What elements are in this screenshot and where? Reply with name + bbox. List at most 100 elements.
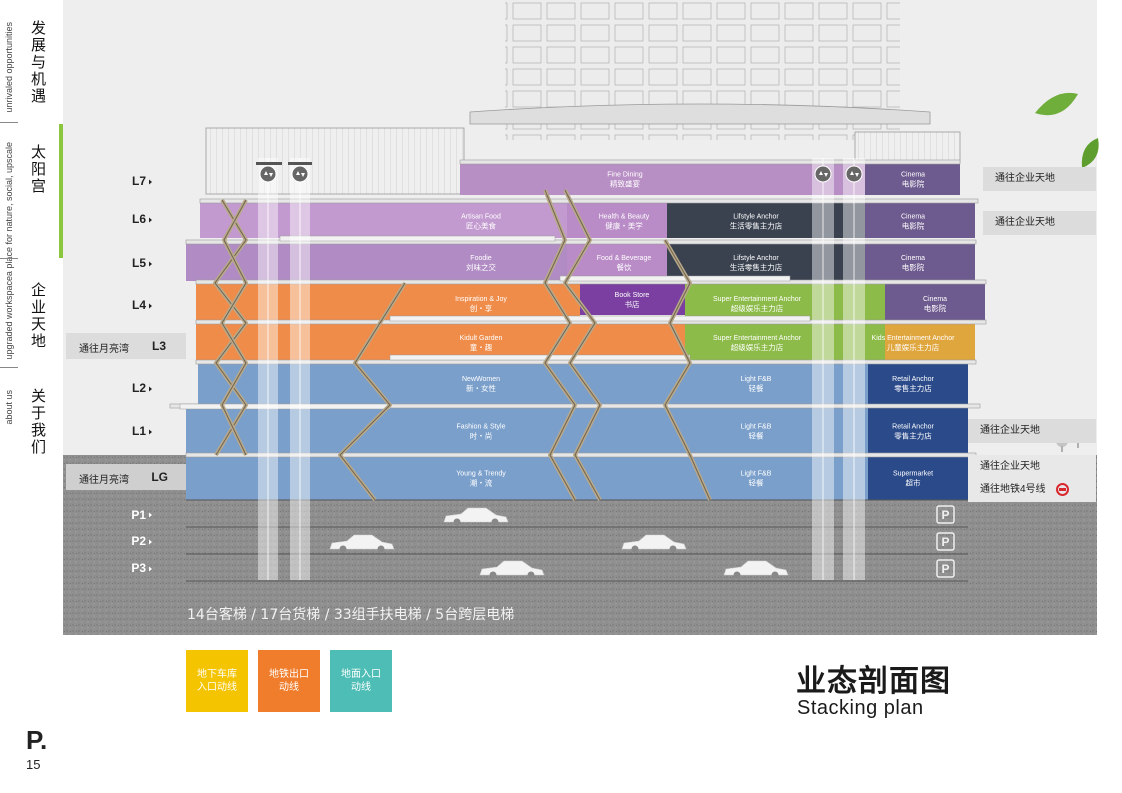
zone-block [460,162,865,195]
car-icon [479,560,545,576]
leaf-icon [1081,138,1099,168]
right-connection-l6: 通往企业天地 [983,211,1096,235]
zone-block [667,243,867,281]
car-wheel [631,545,639,553]
zone-block [186,243,567,281]
zone-label-en: Artisan Food [461,214,501,221]
zone-block [885,283,985,323]
zone-label-en: Light F&B [741,471,772,478]
zone-label-zh: 儿童娱乐主力店 [887,342,940,352]
car-icon [621,534,687,550]
zone-block [685,455,868,500]
zone-label-zh: 轻餐 [749,431,764,441]
zone-block [685,323,885,361]
floor-arrow-icon [149,512,152,518]
podium-roof-left [205,127,465,195]
floor-slab [459,159,961,165]
nav-item-about-us[interactable]: about us 关于我们 [0,380,62,460]
legend-garage-entrance: 地下车库入口动线 [186,650,248,712]
zone-label-en: Fine Dining [607,172,643,179]
zone-label-en: Kidult Garden [460,335,503,342]
leaf-icon [1035,92,1078,116]
floor-label-l2: L2 [131,381,146,395]
floor-arrow-icon [149,429,152,435]
zone-label-zh: 新・女性 [466,383,496,393]
floor-label-p3: P3 [131,561,146,575]
right-connection-lg-1: 通往企业天地 [968,455,1096,479]
elevator-crossbar [256,162,282,165]
nav-item-sun-palace[interactable]: a place for nature, social, upscale 太阳宫 [0,124,63,276]
car-wheel [491,518,499,526]
zone-label-zh: 餐饮 [617,262,632,272]
left-connection-l3 [66,333,186,359]
zone-label-en: Cinema [901,214,925,221]
zone-label-en: Retail Anchor [892,424,934,431]
floor-slab [185,239,977,245]
elevator-icon [291,165,309,183]
floor-label-l6: L6 [131,212,146,226]
zone-label-zh: 轻餐 [749,383,764,393]
zone-label-zh: 超级娱乐主力店 [731,342,784,352]
atrium-ledge [279,235,556,242]
floor-slab [199,198,979,204]
zone-label-zh: 创・享 [470,303,493,313]
zone-block [685,407,868,454]
zone-label-zh: 超市 [906,478,921,488]
car-wheel [771,571,779,579]
car-icon [723,560,789,576]
zone-label-en: Health & Beauty [599,214,650,221]
car-wheel [527,571,535,579]
zone-label-en: Super Entertainment Anchor [713,296,802,303]
car-icon [329,534,395,550]
podium-roof-right [854,131,961,163]
car-wheel [339,545,347,553]
parking-icon [936,505,955,524]
zone-label-zh: 书店 [625,299,640,309]
legend-metro-exit: 地铁出口动线 [258,650,320,712]
zone-block [580,283,685,315]
zone-block [868,455,968,500]
car-icon [443,507,509,523]
car-wheel [489,571,497,579]
nav-item-opportunities[interactable]: unrivaled opportunities 发展与机遇 [0,14,62,114]
parking-icon-letter: P [941,508,949,522]
legend-label: 地铁出口动线 [269,669,309,693]
zone-label-zh: 生活零售主力店 [730,262,783,272]
page-number: 15 [26,757,41,772]
floor-arrow-icon [149,539,152,545]
atrium-ledge [389,354,691,361]
zone-label-zh: 轻餐 [749,478,764,488]
left-connection-lg [66,464,186,490]
zone-label-zh: 零售主力店 [894,431,932,441]
zone-label-en: Light F&B [741,376,772,383]
nav-item-zh-label: 关于我们 [31,387,47,456]
zone-block [667,203,867,238]
parking-icon-letter: P [941,535,949,549]
parking-icon [936,532,955,551]
parking-icon-letter: P [941,562,949,576]
floor-label-l4: L4 [131,298,146,312]
zone-label-en: Cinema [923,296,947,303]
nav-item-workspace[interactable]: upgraded workspace 企业天地 [0,270,62,360]
roof-canopy [469,103,931,125]
elevator-arrows [819,171,828,177]
nav-active-indicator [59,124,63,258]
escalator-edge [564,189,601,501]
zone-label-en: Lifstyle Anchor [733,255,779,262]
floor-label-p2: P2 [131,534,146,548]
zone-block [868,407,968,454]
floor-label-l3: L3 [151,339,166,353]
zone-label-zh: 电影院 [902,221,925,231]
zone-label-en: Lifstyle Anchor [733,214,779,221]
nav-divider [0,258,18,259]
escalator-edge [664,239,711,501]
zone-label-en: Super Entertainment Anchor [713,335,802,342]
atrium-ledge [559,275,791,282]
zone-label-zh: 超级娱乐主力店 [731,303,784,313]
floor-arrow-icon [149,566,152,572]
elevator-icon [814,165,832,183]
metro-icon [1056,483,1069,496]
floor-label-l7: L7 [131,174,146,188]
zone-label-en: Fashion & Style [456,424,505,431]
